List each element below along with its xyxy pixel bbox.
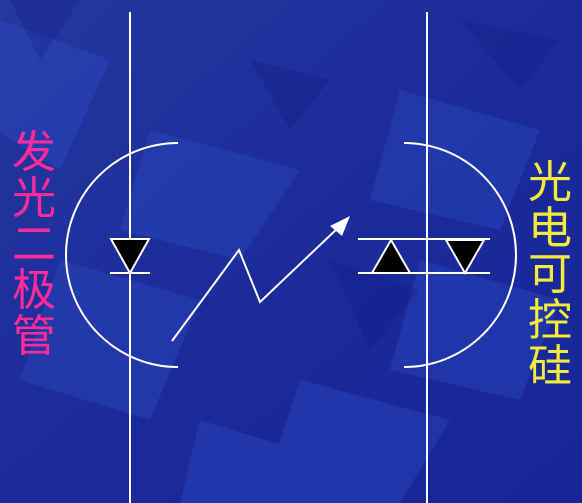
light-ray-arrow xyxy=(171,216,350,342)
scr-label: 光 电 可 控 硅 xyxy=(526,160,574,390)
led-label-char: 管 xyxy=(12,311,56,362)
led-label-char: 二 xyxy=(12,219,56,270)
led-label-char: 极 xyxy=(12,265,56,316)
scr-symbol xyxy=(358,237,490,276)
led-diode-symbol xyxy=(109,238,151,276)
scr-package-arc xyxy=(403,142,517,368)
led-label-char: 光 xyxy=(12,173,56,224)
scr-label-char: 控 xyxy=(528,295,572,346)
scr-label-char: 可 xyxy=(528,249,572,300)
led-label-char: 发 xyxy=(12,127,56,178)
scr-label-char: 硅 xyxy=(528,341,572,392)
led-label: 发 光 二 极 管 xyxy=(10,130,58,360)
led-package-arc xyxy=(65,142,179,368)
scr-label-char: 光 xyxy=(528,157,572,208)
scr-label-char: 电 xyxy=(528,203,572,254)
